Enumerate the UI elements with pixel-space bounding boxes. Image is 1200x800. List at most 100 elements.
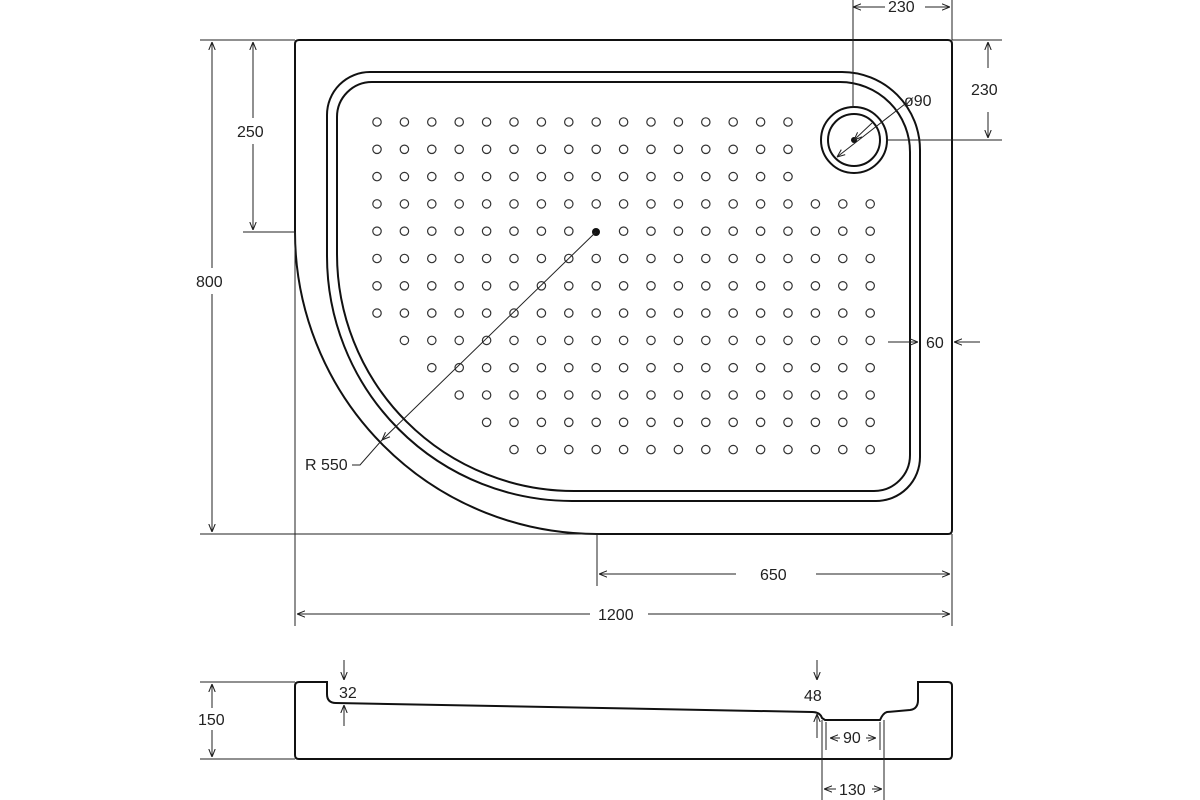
- anti-slip-hole: [810, 335, 821, 346]
- anti-slip-hole: [536, 117, 547, 127]
- anti-slip-hole: [563, 362, 574, 373]
- anti-slip-hole: [783, 117, 793, 127]
- anti-slip-hole: [454, 308, 464, 318]
- anti-slip-hole: [426, 335, 437, 346]
- anti-slip-hole: [426, 280, 437, 291]
- anti-slip-hole: [755, 335, 766, 346]
- anti-slip-hole: [783, 280, 793, 291]
- anti-slip-hole: [536, 444, 547, 455]
- anti-slip-hole: [618, 444, 629, 455]
- anti-slip-hole: [591, 280, 601, 291]
- anti-slip-hole: [454, 253, 464, 264]
- anti-slip-hole: [673, 199, 684, 209]
- anti-slip-hole: [646, 144, 656, 155]
- anti-slip-hole: [481, 417, 492, 428]
- anti-slip-hole: [563, 390, 574, 400]
- tray-rim-inner: [336, 81, 911, 492]
- anti-slip-hole: [563, 335, 574, 346]
- anti-slip-hole: [591, 253, 601, 264]
- anti-slip-hole: [426, 171, 437, 182]
- anti-slip-hole: [646, 171, 656, 182]
- anti-slip-hole: [454, 171, 464, 182]
- anti-slip-hole: [563, 308, 574, 318]
- anti-slip-hole: [646, 226, 656, 236]
- anti-slip-hole: [728, 226, 738, 236]
- anti-slip-hole: [454, 280, 464, 291]
- label-drain-outer: 130: [839, 782, 866, 799]
- anti-slip-hole: [399, 226, 410, 236]
- label-radius: R 550: [305, 457, 348, 474]
- anti-slip-hole: [837, 335, 848, 346]
- anti-slip-hole: [536, 253, 547, 264]
- anti-slip-hole: [755, 226, 766, 236]
- anti-slip-hole: [646, 253, 656, 264]
- anti-slip-hole: [865, 308, 875, 318]
- anti-slip-hole: [783, 226, 793, 236]
- anti-slip-hole: [837, 308, 848, 318]
- anti-slip-hole: [618, 335, 629, 346]
- anti-slip-hole: [399, 117, 410, 127]
- anti-slip-hole: [563, 171, 574, 182]
- anti-slip-hole: [783, 444, 793, 455]
- label-drain-offset-y: 230: [971, 82, 998, 99]
- anti-slip-hole: [673, 335, 684, 346]
- anti-slip-hole: [536, 335, 547, 346]
- label-total-depth: 800: [196, 274, 223, 291]
- anti-slip-hole: [837, 226, 848, 236]
- anti-slip-hole: [591, 362, 601, 373]
- drain: [820, 103, 906, 174]
- anti-slip-hole: [481, 335, 492, 346]
- anti-slip-hole: [783, 417, 793, 428]
- anti-slip-hole: [618, 226, 629, 236]
- anti-slip-hole: [728, 444, 738, 455]
- anti-slip-hole: [426, 253, 437, 264]
- anti-slip-hole: [728, 335, 738, 346]
- anti-slip-hole: [372, 280, 382, 291]
- label-depth-right: 48: [804, 688, 822, 705]
- anti-slip-hole: [618, 362, 629, 373]
- anti-slip-hole: [837, 417, 848, 428]
- anti-slip-hole: [783, 199, 793, 209]
- anti-slip-hole: [673, 253, 684, 264]
- label-rim-width: 60: [926, 335, 944, 352]
- anti-slip-hole: [865, 417, 875, 428]
- anti-slip-hole: [509, 444, 519, 455]
- anti-slip-hole: [481, 362, 492, 373]
- anti-slip-hole: [865, 226, 875, 236]
- label-drain-diameter: ø90: [904, 93, 932, 110]
- anti-slip-hole: [810, 253, 821, 264]
- anti-slip-hole: [700, 117, 711, 127]
- anti-slip-hole: [618, 417, 629, 428]
- anti-slip-hole: [563, 226, 574, 236]
- tray-rim-outer: [326, 71, 921, 502]
- anti-slip-hole: [481, 253, 492, 264]
- anti-slip-hole: [673, 362, 684, 373]
- anti-slip-hole: [810, 362, 821, 373]
- anti-slip-hole: [700, 417, 711, 428]
- anti-slip-hole: [700, 362, 711, 373]
- anti-slip-hole: [591, 390, 601, 400]
- anti-slip-hole: [372, 226, 382, 236]
- anti-slip-hole: [673, 444, 684, 455]
- anti-slip-hole: [810, 280, 821, 291]
- anti-slip-hole: [755, 117, 766, 127]
- anti-slip-hole: [646, 280, 656, 291]
- anti-slip-hole: [399, 308, 410, 318]
- anti-slip-hole: [509, 117, 519, 127]
- anti-slip-hole: [426, 362, 437, 373]
- anti-slip-hole: [481, 280, 492, 291]
- anti-slip-hole: [399, 199, 410, 209]
- anti-slip-hole: [509, 335, 519, 346]
- anti-slip-hole: [810, 199, 821, 209]
- anti-slip-hole: [509, 144, 519, 155]
- anti-slip-hole: [536, 144, 547, 155]
- anti-slip-hole: [810, 444, 821, 455]
- anti-slip-hole: [563, 417, 574, 428]
- anti-slip-hole: [509, 253, 519, 264]
- anti-slip-hole: [646, 417, 656, 428]
- anti-slip-hole: [755, 253, 766, 264]
- section-view: 150 32 48 90 130: [195, 660, 953, 800]
- anti-slip-hole: [837, 280, 848, 291]
- anti-slip-hole: [509, 199, 519, 209]
- anti-slip-hole: [481, 171, 492, 182]
